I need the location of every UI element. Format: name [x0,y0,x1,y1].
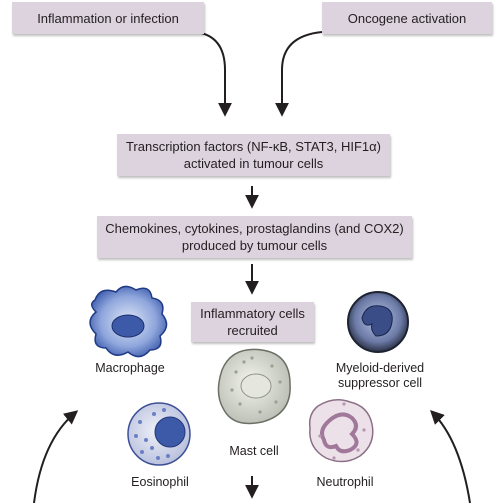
inflammatory-cells-box: Inflammatory cells recruited [191,302,314,342]
chemokines-line2: produced by tumour cells [181,238,328,253]
mdsc-label-line2: suppressor cell [337,376,423,390]
mast-cell-label: Mast cell [229,444,279,458]
mast-cell-icon [217,348,291,425]
chemokines-line1: Chemokines, cytokines, prostaglandins (a… [105,221,404,236]
neutrophil-cell-icon [308,399,374,463]
macrophage-label: Macrophage [95,361,165,375]
mdsc-label-line1: Myeloid-derived [335,361,425,375]
arrow-oncogene-to-transcription [275,31,323,117]
oncogene-box: Oncogene activation [322,2,492,34]
eosinophil-label: Eosinophil [131,475,189,489]
transcription-line2: activated in tumour cells [183,156,324,171]
inflammation-box: Inflammation or infection [12,2,204,34]
inflammation-label: Inflammation or infection [37,10,179,26]
arrow-left-curve [33,410,79,503]
transcription-line1: Transcription factors (NF-κB, STAT3, HIF… [125,139,382,154]
macrophage-cell-icon [89,285,168,358]
oncogene-label: Oncogene activation [347,10,467,26]
eosinophil-cell-icon [127,402,191,466]
inflammatory-line2: recruited [227,323,278,338]
transcription-box: Transcription factors (NF-κB, STAT3, HIF… [117,134,390,176]
mdsc-cell-icon [347,291,409,353]
chemokines-box: Chemokines, cytokines, prostaglandins (a… [97,216,412,258]
inflammatory-line1: Inflammatory cells [200,306,305,321]
arrow-right-curve [430,410,471,503]
mdsc-label: Myeloid-derived suppressor cell [322,361,438,391]
neutrophil-label: Neutrophil [316,475,374,489]
arrow-inflammation-to-transcription [195,31,232,117]
